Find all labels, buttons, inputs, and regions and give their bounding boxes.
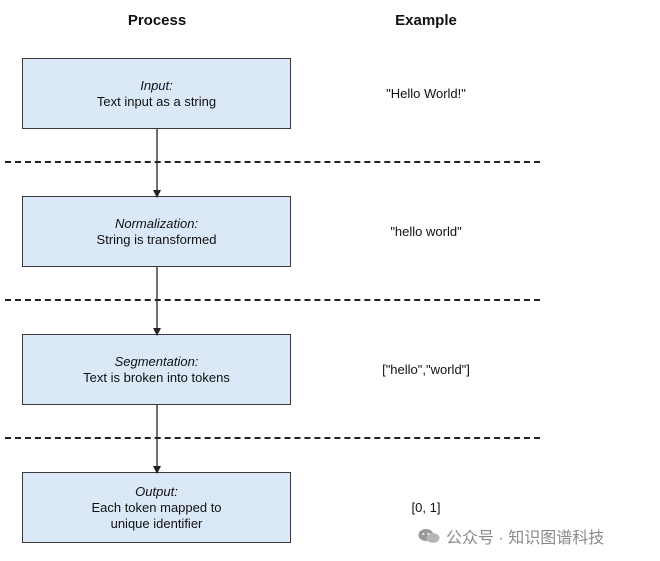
step-title: Segmentation: — [114, 353, 199, 369]
step-box-segmentation: Segmentation: Text is broken into tokens — [22, 334, 291, 405]
watermark: 公众号 · 知识图谱科技 — [418, 524, 604, 548]
step-title: Input: — [140, 77, 173, 93]
step-title: Normalization: — [114, 215, 199, 231]
step-title: Output: — [135, 483, 178, 499]
stage-divider — [5, 299, 540, 301]
example-input: "Hello World!" — [386, 86, 466, 101]
wechat-icon — [418, 529, 440, 543]
step-box-input: Input: Text input as a string — [22, 58, 291, 129]
stage-divider — [5, 161, 540, 163]
example-output: [0, 1] — [411, 500, 441, 515]
step-description: Each token mapped to unique identifier — [91, 499, 222, 531]
step-box-output: Output: Each token mapped to unique iden… — [22, 472, 291, 543]
example-normalization: "hello world" — [390, 224, 462, 239]
example-column-header: Example — [395, 12, 457, 29]
example-segmentation: ["hello","world"] — [382, 362, 470, 377]
stage-divider — [5, 437, 540, 439]
process-column-header: Process — [127, 12, 187, 29]
step-description: Text is broken into tokens — [83, 369, 230, 385]
step-description: Text input as a string — [96, 93, 217, 109]
watermark-text: 公众号 · 知识图谱科技 — [446, 530, 605, 547]
step-description: String is transformed — [96, 231, 217, 247]
